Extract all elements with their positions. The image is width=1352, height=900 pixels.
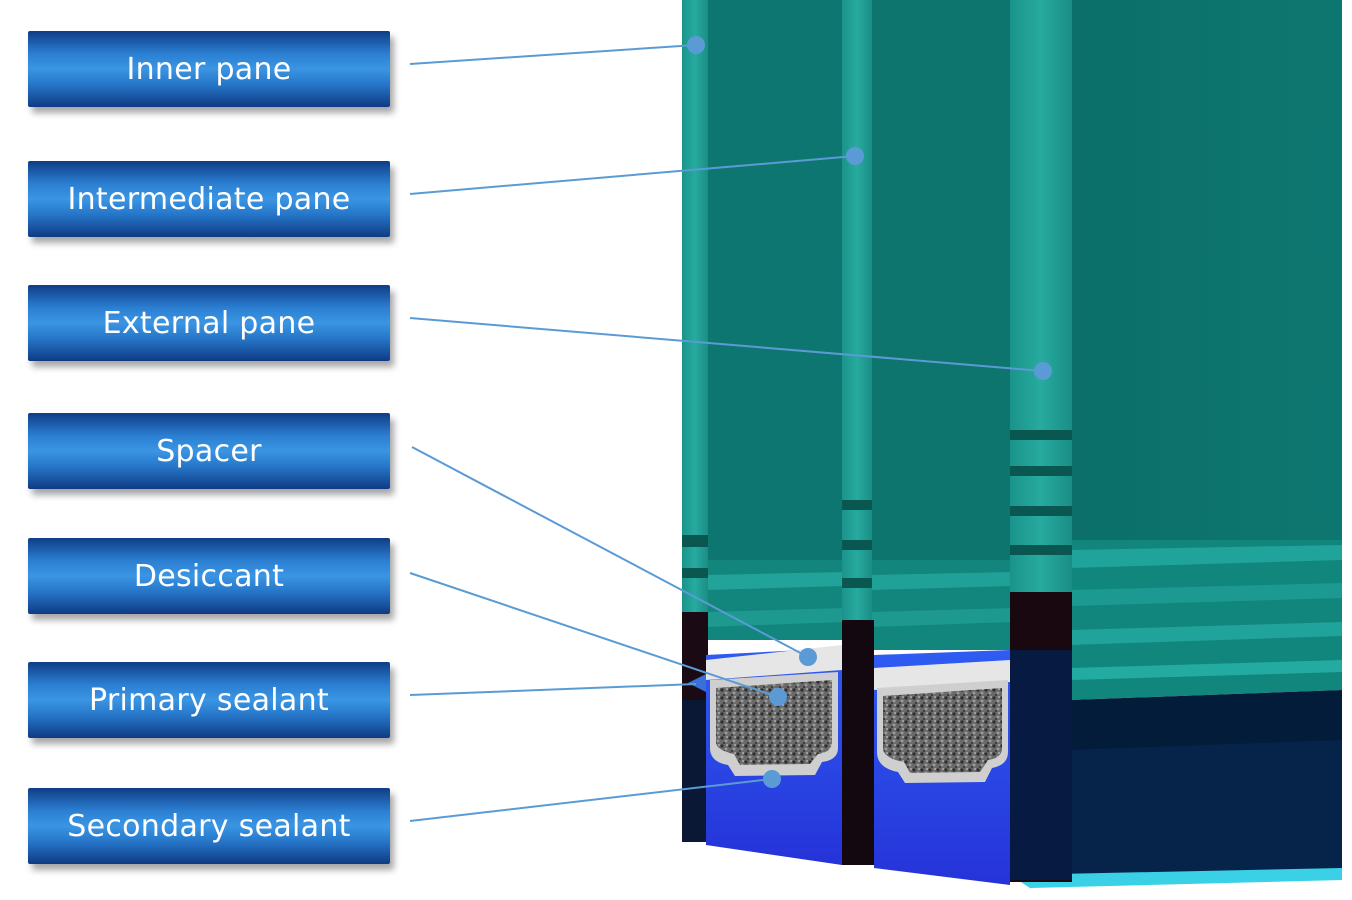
leader-line-intermediate-pane (409, 155, 856, 195)
label-spacer: Spacer (28, 413, 390, 489)
leader-dot-spacer (799, 648, 817, 666)
label-inner-pane: Inner pane (28, 31, 390, 107)
leader-line-spacer (411, 446, 809, 658)
leader-dot-inner-pane (687, 36, 705, 54)
intermediate-pane-face (870, 0, 1012, 650)
spacer-profile-1 (706, 645, 842, 776)
external-pane-face (1010, 0, 1342, 888)
label-external-pane: External pane (28, 285, 390, 361)
leader-line-inner-pane (409, 44, 697, 65)
leader-dot-desiccant (769, 688, 787, 706)
leader-line-desiccant (409, 572, 779, 698)
leader-dot-intermediate-pane (846, 147, 864, 165)
label-primary-sealant: Primary sealant (28, 662, 390, 738)
leader-line-primary-sealant (409, 683, 697, 696)
leader-line-secondary-sealant (409, 778, 773, 822)
dark-frame (682, 592, 1072, 882)
pane-edges (682, 0, 1072, 620)
primary-sealant-strip (688, 674, 706, 692)
leader-lines (409, 44, 1044, 822)
leader-dot-external-pane (1034, 362, 1052, 380)
label-desiccant: Desiccant (28, 538, 390, 614)
leader-dots (687, 36, 1052, 788)
leader-dot-secondary-sealant (763, 770, 781, 788)
label-secondary-sealant: Secondary sealant (28, 788, 390, 864)
spacer-profile-2 (874, 660, 1010, 783)
label-intermediate-pane: Intermediate pane (28, 161, 390, 237)
leader-line-external-pane (409, 317, 1044, 372)
inner-pane-face (706, 0, 844, 640)
